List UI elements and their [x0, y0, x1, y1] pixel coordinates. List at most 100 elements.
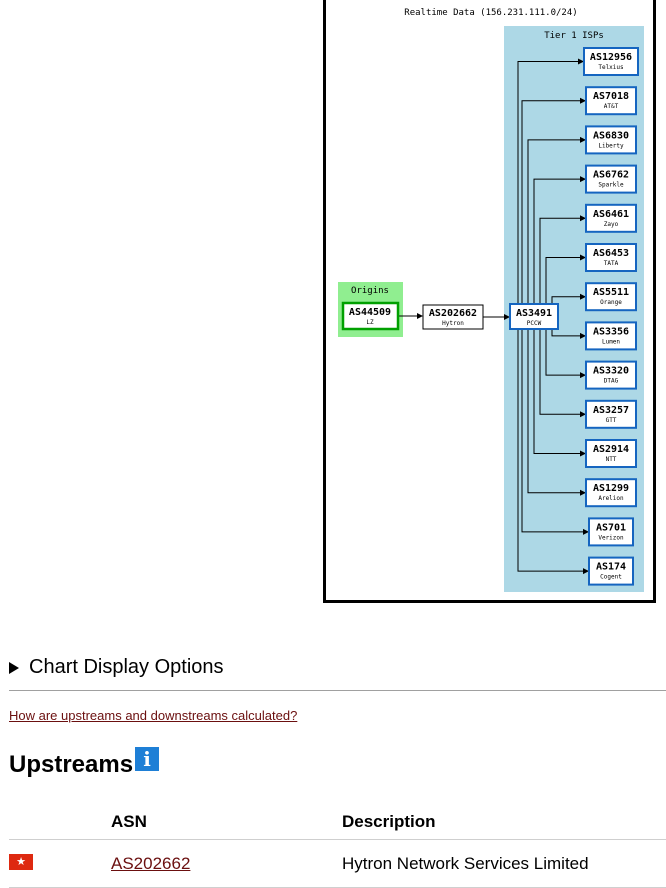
- tier1-node-box: [588, 517, 634, 547]
- edge-transit-as1299: [527, 329, 586, 496]
- column-header-description: Description: [342, 812, 436, 831]
- tier1-node-name: Arelion: [598, 495, 624, 502]
- calculation-help-link[interactable]: How are upstreams and downstreams calcul…: [9, 708, 298, 723]
- row-description: Hytron Network Services Limited: [342, 854, 589, 873]
- edge-transit-as6453: [545, 254, 586, 304]
- node-origin-name: LZ: [366, 319, 374, 326]
- graph-title: Realtime Data (156.231.111.0/24): [404, 8, 577, 18]
- tier1-node-asn: AS1299: [593, 483, 629, 494]
- tier1-node-name: GTT: [606, 417, 617, 424]
- tier1-node-name: TATA: [604, 260, 619, 267]
- edge-transit-as3356: [551, 329, 586, 339]
- tier1-node-box: [585, 478, 637, 508]
- tier1-node-asn: AS6461: [593, 209, 629, 220]
- tier1-node-asn: AS174: [596, 562, 626, 573]
- node-origin[interactable]: AS44509 LZ: [341, 301, 400, 331]
- tier1-node-name: Lumen: [602, 338, 620, 345]
- tier1-node-name: Sparkle: [598, 182, 624, 189]
- node-transit-name: PCCW: [527, 320, 542, 327]
- upstreams-heading: Upstreams: [9, 751, 134, 778]
- tier1-node-name: Orange: [600, 299, 622, 306]
- tier1-node-name: Zayo: [604, 221, 619, 228]
- tier1-node-name: DTAG: [604, 378, 619, 385]
- tier1-cluster-label: Tier 1 ISPs: [544, 31, 604, 41]
- edge-transit-as6461: [539, 215, 586, 304]
- node-origin-asn: AS44509: [349, 307, 391, 318]
- as-graph: Realtime Data (156.231.111.0/24) Tier 1 …: [323, 0, 656, 603]
- chart-display-options-toggle[interactable]: Chart Display Options: [9, 656, 224, 679]
- hong-kong-flag-icon: ★: [9, 854, 33, 870]
- edge-upstream-transit: [483, 314, 510, 320]
- tier1-nodes: AS12956TelxiusAS7018AT&TAS6830LibertyAS6…: [583, 47, 639, 586]
- tier1-node-name: NTT: [606, 456, 617, 463]
- tier1-node-box: [585, 125, 637, 155]
- tier1-node-box: [585, 282, 637, 312]
- tier1-node-asn: AS6830: [593, 130, 629, 141]
- edge-transit-as2914: [533, 329, 586, 457]
- column-header-asn: ASN: [111, 812, 147, 831]
- triangle-right-icon: [9, 661, 19, 674]
- tier1-node-name: Liberty: [598, 142, 624, 149]
- tier1-node-box: [585, 243, 637, 272]
- edge-origin-upstream: [398, 313, 423, 319]
- tier1-node-box: [585, 360, 637, 390]
- tier1-node-name: Cogent: [600, 574, 622, 581]
- tier1-node-asn: AS7018: [593, 91, 629, 102]
- tier1-node-name: Verizon: [598, 534, 624, 541]
- node-transit-box: [509, 303, 559, 330]
- edge-transit-as6762: [533, 176, 586, 304]
- tier1-node-box: [585, 86, 637, 116]
- edge-transit-as3320: [545, 329, 586, 379]
- divider: [9, 690, 666, 691]
- tier1-node-name: Telxius: [598, 64, 624, 71]
- node-upstream[interactable]: AS202662 Hytron: [422, 304, 484, 330]
- tier1-node-box: [585, 203, 637, 233]
- node-upstream-asn: AS202662: [429, 308, 477, 319]
- tier1-node-asn: AS6453: [593, 248, 629, 259]
- tier1-node-asn: AS5511: [593, 287, 629, 298]
- edge-transit-as12956: [517, 58, 584, 304]
- tier1-node-asn: AS12956: [590, 52, 632, 63]
- tier1-node-box: [585, 321, 637, 351]
- node-transit[interactable]: AS3491 PCCW: [509, 303, 559, 330]
- tier1-node-asn: AS2914: [593, 444, 629, 455]
- tier1-node-box: [585, 439, 637, 468]
- node-transit-asn: AS3491: [516, 308, 552, 319]
- tier1-node-asn: AS3356: [593, 326, 629, 337]
- tier1-node-name: AT&T: [604, 103, 619, 110]
- tier1-node-box: [588, 556, 634, 586]
- tier1-node-box: [585, 399, 637, 429]
- origins-cluster-label: Origins: [351, 286, 389, 296]
- edge-transit-as5511: [551, 293, 586, 304]
- node-origin-box: [341, 301, 400, 331]
- tier1-node-asn: AS3257: [593, 405, 629, 416]
- edge-transit-as6830: [527, 136, 586, 304]
- edge-transit-as174: [517, 329, 589, 575]
- node-upstream-box: [422, 304, 484, 330]
- row-asn-link[interactable]: AS202662: [111, 854, 191, 873]
- tier1-node-box: [583, 47, 639, 76]
- edge-transit-as701: [521, 329, 589, 535]
- tier1-node-asn: AS6762: [593, 170, 629, 181]
- node-upstream-name: Hytron: [442, 320, 464, 327]
- tier1-node-asn: AS701: [596, 522, 626, 533]
- as-graph-svg: Realtime Data (156.231.111.0/24) Tier 1 …: [338, 8, 644, 592]
- graph-edges: [398, 58, 589, 575]
- divider: [9, 839, 666, 840]
- edge-transit-as3257: [539, 329, 586, 418]
- info-icon[interactable]: i: [135, 747, 159, 771]
